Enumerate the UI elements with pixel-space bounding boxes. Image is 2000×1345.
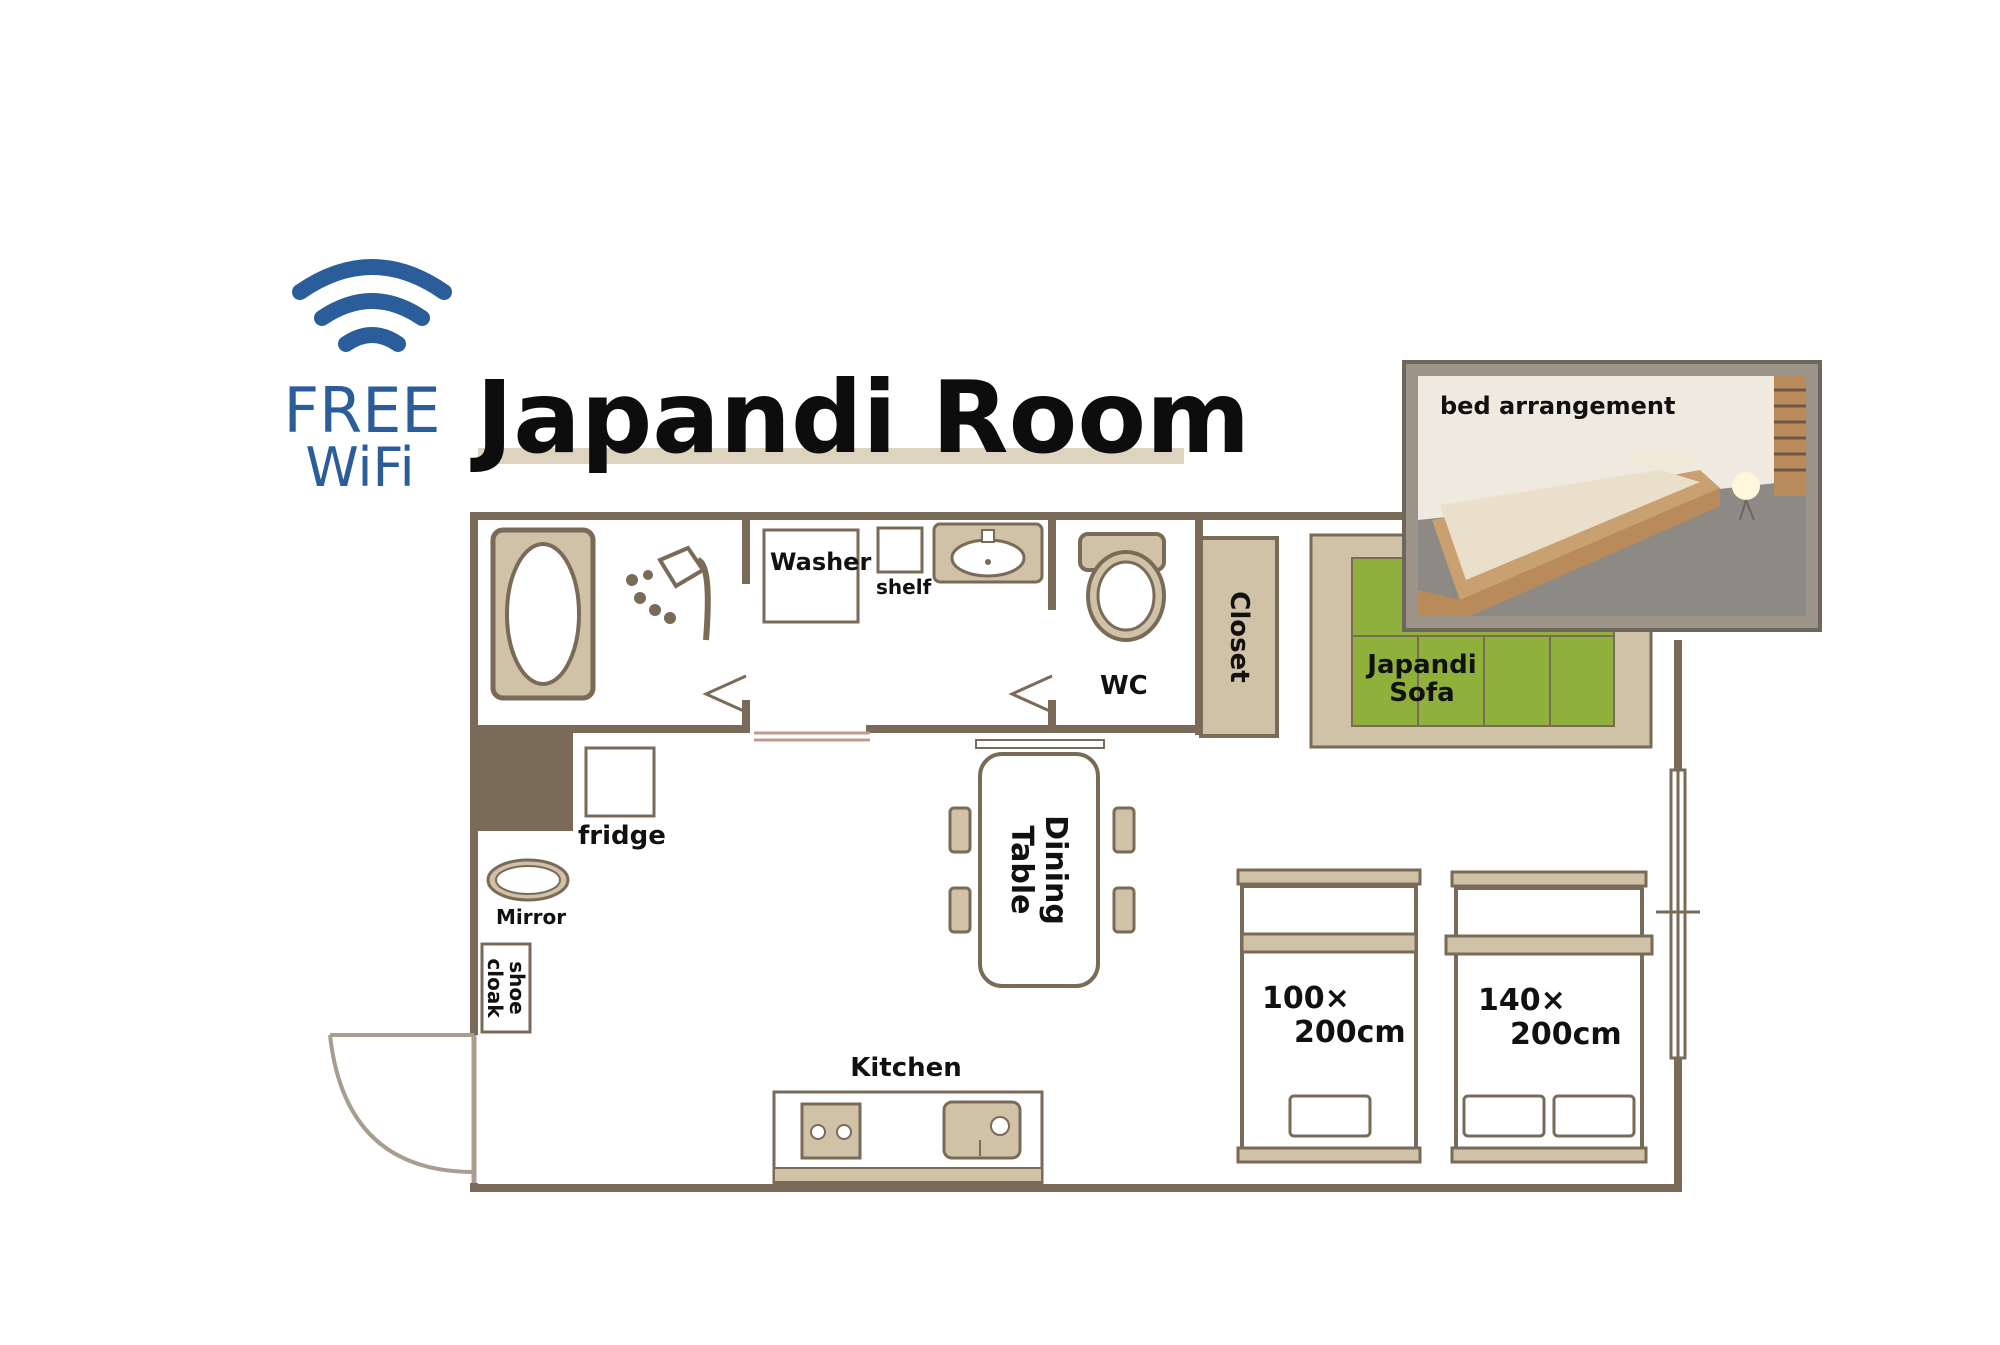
dining-chairs (948, 806, 1136, 934)
photo-caption: bed arrangement (1440, 392, 1675, 420)
bed1-size-line2: 200cm (1294, 1015, 1406, 1050)
dining-label-line2: Table (1004, 826, 1039, 915)
shelf (876, 526, 924, 574)
kitchen-label: Kitchen (850, 1053, 962, 1083)
mirror-label: Mirror (496, 905, 566, 929)
closet-label: Closet (1224, 591, 1254, 682)
bed1-size-line1: 100× (1262, 981, 1350, 1016)
tv (975, 739, 1105, 749)
dining-table (978, 752, 1100, 988)
fridge-label: fridge (578, 821, 666, 851)
wifi-icon (292, 259, 452, 352)
fridge (584, 746, 656, 818)
mirror (486, 858, 570, 902)
bed-100x200 (1236, 868, 1422, 1164)
interior-door-swings (702, 674, 1053, 714)
bathtub (490, 527, 596, 701)
sofa-label-line1: Japandi (1365, 650, 1476, 680)
bed-arrangement-photo (1402, 360, 1822, 632)
bed2-size-line1: 140× (1478, 983, 1566, 1018)
washbasin (932, 522, 1044, 584)
right-window (1656, 768, 1700, 1060)
dining-label-line1: Dining (1038, 815, 1073, 925)
shoe-cloak-label-line2: cloak (483, 958, 507, 1018)
sofa-label-line2: Sofa (1389, 678, 1454, 708)
shelf-label: shelf (876, 575, 932, 599)
washer-label: Washer (770, 548, 871, 576)
kitchen-sink-icon (942, 1100, 1022, 1160)
entry-door (328, 1033, 477, 1183)
shoe-cloak (480, 942, 532, 1034)
page-title: Japandi Room (470, 359, 1250, 476)
closet (1199, 536, 1279, 738)
wifi-free-label: FREE (283, 374, 440, 447)
toilet (1078, 532, 1166, 642)
entry-storage-block (477, 733, 573, 831)
wifi-wifi-label: WiFi (305, 436, 414, 499)
sliding-door (754, 731, 870, 742)
stove-icon (800, 1102, 862, 1160)
shoe-cloak-label-line1: shoe (505, 961, 529, 1014)
wc-label: WC (1100, 671, 1148, 701)
title-underline (478, 448, 1184, 464)
shower-icon (626, 545, 711, 641)
bed2-size-line2: 200cm (1510, 1017, 1622, 1052)
washer (762, 528, 860, 624)
bed-140x200 (1444, 870, 1654, 1164)
